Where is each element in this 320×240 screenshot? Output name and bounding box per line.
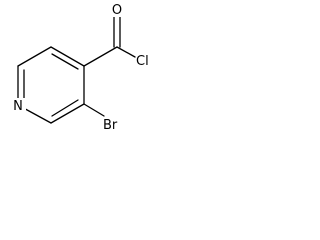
atom-label-chlorine: Cl	[136, 54, 149, 69]
molecule-drawing: N O Cl Br	[10, 3, 149, 133]
ring-double-bond-bottom	[51, 99, 79, 117]
ring-double-bond-top	[51, 53, 79, 70]
bond-c5-c6	[50, 103, 85, 124]
bond-c5-br	[83, 103, 105, 117]
bond-carbonyl-cl	[116, 46, 136, 58]
bond-c3-c4	[50, 46, 85, 67]
structure-canvas: N O Cl Br	[0, 0, 158, 138]
bond-c2-c3	[17, 46, 52, 67]
atom-label-nitrogen: N	[13, 99, 23, 114]
atom-label-bromine: Br	[103, 118, 118, 133]
atom-label-oxygen: O	[112, 3, 122, 18]
bond-c4-carbonyl	[83, 46, 118, 67]
